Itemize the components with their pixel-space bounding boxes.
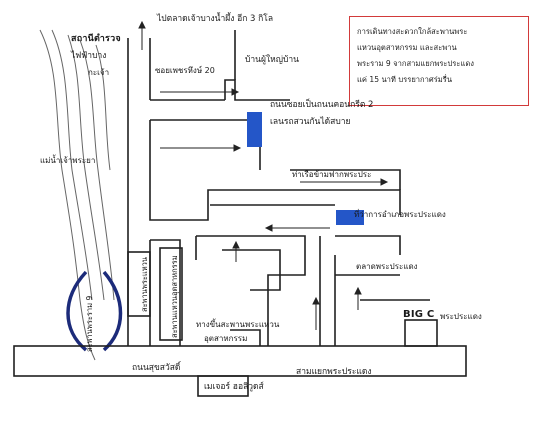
label-big-c: BIG C: [403, 309, 435, 320]
label-power-station: ไฟฟ้าบาง: [71, 51, 107, 61]
river-bank-lines: [39, 29, 115, 361]
label-station-extra: กะเจ้า: [88, 68, 110, 77]
label-district-office: ที่ว่าการอำเภอพระประแดง: [354, 210, 446, 219]
label-ring-bridge-vertical: สะพานพระแหวน: [140, 256, 149, 312]
label-concrete-road: ถนนซอยเป็นถนนคอนกรีต 2: [270, 100, 374, 110]
destination-marker-home: [247, 112, 262, 147]
label-big-c-suffix: พระประแดง: [440, 312, 482, 321]
note-line-3: พระราม 9 จากสามแยกพระประแดง: [357, 59, 475, 68]
note-line-1: การเดินทางสะดวกใกล้สะพานพระ: [357, 27, 468, 36]
label-top-road: ไปตลาดเจ้าบางน้ำผึ้ง อีก 3 กิโล: [157, 14, 274, 24]
label-ferry-pier: ท่าเรือข้ามฟากพระประ: [292, 170, 372, 179]
label-major-cineplex: เมเจอร์ ฮอลิวูดส์: [204, 382, 264, 392]
label-soi-20: ซอยเพชรหึงษ์ 20: [155, 66, 215, 75]
label-bridge-entrance: ทางขึ้นสะพานพระแหวน: [196, 320, 280, 329]
destination-marker-district: [336, 210, 364, 225]
label-police-station: สถานีตำรวจ: [71, 34, 121, 44]
direction-arrows: [138, 20, 389, 330]
label-chao-phraya-river: แม่น้ำเจ้าพระยา: [40, 156, 96, 165]
road-outlines: [13, 30, 467, 397]
label-phra-pradaeng-market: ตลาดพระประแดง: [356, 262, 418, 271]
label-sukhasawat-road: ถนนสุขสวัสดิ์: [132, 363, 181, 373]
bridge-arcs: [66, 270, 123, 352]
label-bridge-entrance-2: อุตสาหกรรม: [204, 334, 248, 343]
label-village-head-house: บ้านผู้ใหญ่บ้าน: [245, 55, 299, 65]
note-line-2: แหวนอุตสาหกรรม และสะพาน: [357, 43, 457, 52]
note-line-4: แค่ 15 นาที บรรยากาศร่มรื่น: [357, 75, 453, 84]
label-bridge-vertical: สะพานพระราม 9: [85, 295, 94, 352]
label-industrial-bridge-vertical: สะพานแหวนอุตสาหกรรม: [170, 255, 179, 338]
label-intersection: สามแยกพระประแดง: [296, 367, 372, 377]
label-concrete-road-2: เลนรถสวนกันได้สบาย: [270, 117, 351, 127]
travel-note-box: การเดินทางสะดวกใกล้สะพานพระ แหวนอุตสาหกร…: [349, 16, 529, 106]
